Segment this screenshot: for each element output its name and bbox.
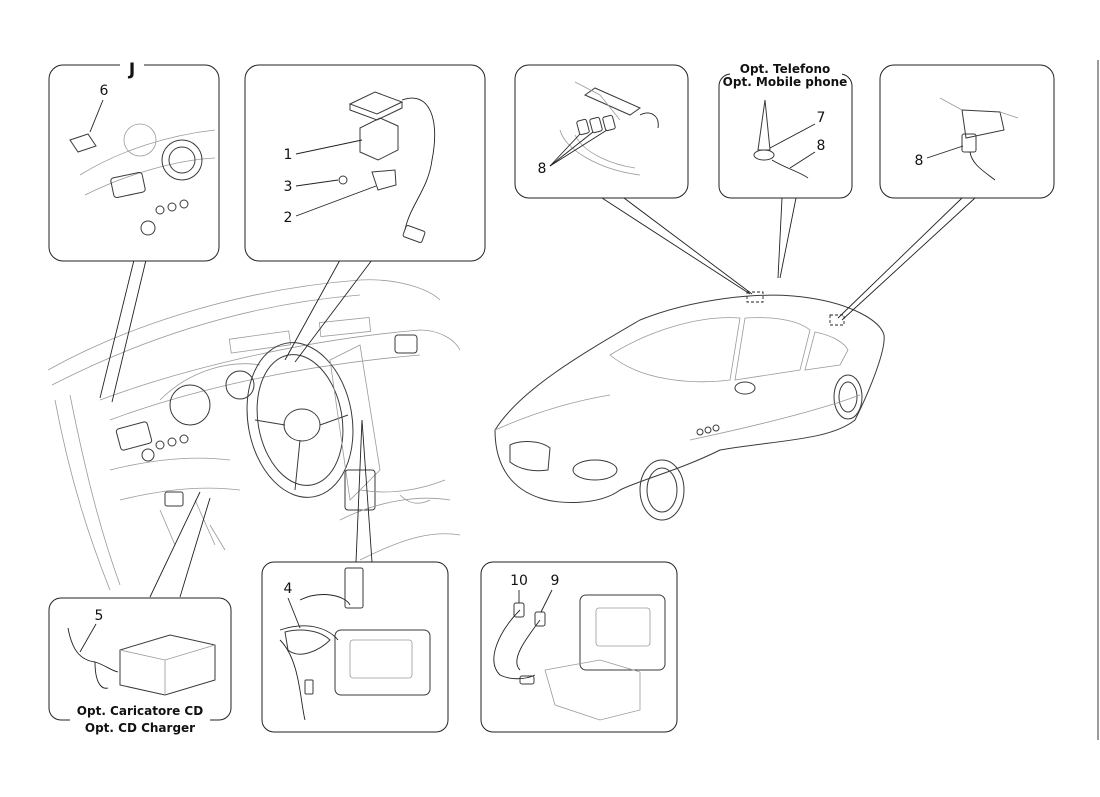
head-unit-icon [334,629,431,696]
roof-antenna-location [746,291,764,303]
callout-number: 6 [100,83,109,99]
panel-caption: Opt. CD Charger [85,721,195,735]
panel-caption: Opt. Mobile phone [723,75,848,89]
panel-mobile-phone: Opt. Telefono Opt. Mobile phone 7 8 [718,62,853,199]
panel-rear-module: 8 [879,64,1055,199]
callout-number: 8 [817,138,826,154]
callout-number: 9 [551,573,560,589]
panel-caption: Opt. Telefono [740,62,831,76]
callout-number: 8 [915,153,924,169]
panel-letter: J [128,60,135,80]
panel-antenna: 1 3 2 [244,64,486,262]
rear-antenna-location [829,314,845,326]
car-illustration [494,291,885,521]
panel-j: J 6 [48,58,220,262]
panel-cd-charger: Opt. Caricatore CD Opt. CD Charger 5 [48,597,232,740]
panel-caption: Opt. Caricatore CD [77,704,203,718]
panel-connectors: 8 [514,64,689,199]
callout-number: 7 [817,110,826,126]
callout-number: 3 [284,179,293,195]
callout-number: 5 [95,608,104,624]
panel-cables: 10 9 [480,561,678,733]
leader-lines [99,197,976,598]
panel-harness: 4 [261,561,449,733]
callout-number: 4 [284,581,293,597]
dashboard-interior-illustration [47,279,461,591]
sensor-icon [69,133,97,153]
cd-changer-icon [119,634,216,696]
callout-number: 8 [538,161,547,177]
callout-number: 1 [284,147,293,163]
callout-number: 10 [510,573,528,589]
head-unit-icon [579,594,666,671]
callout-number: 2 [284,210,293,226]
